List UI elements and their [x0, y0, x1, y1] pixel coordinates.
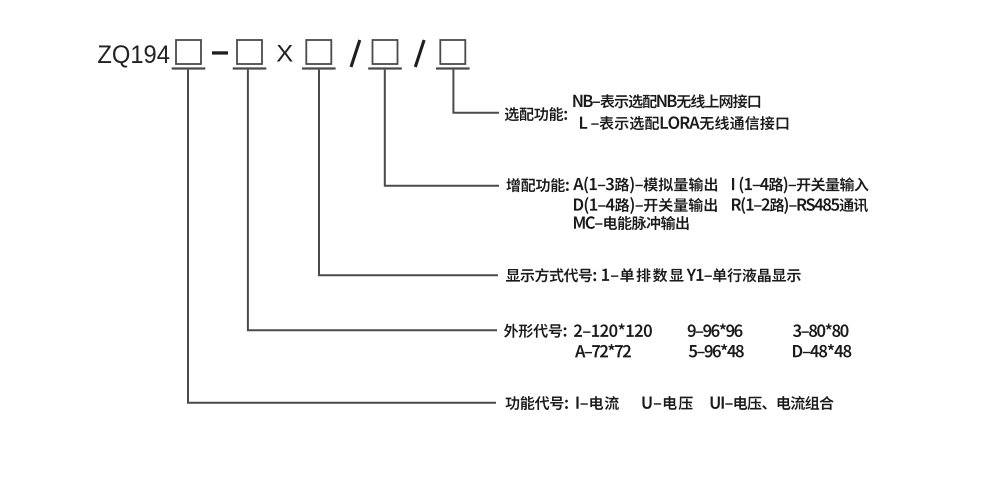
svg-text:X: X: [276, 41, 293, 67]
svg-text:ZQ194: ZQ194: [97, 41, 170, 69]
